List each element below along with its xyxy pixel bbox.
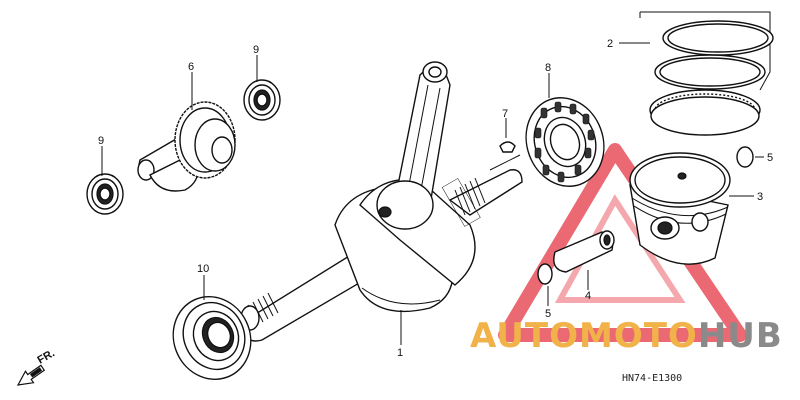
- callout-9-left: 9: [98, 135, 104, 147]
- callout-3: 3: [757, 191, 763, 203]
- callout-4: 4: [585, 290, 591, 302]
- piston-part: [629, 152, 731, 265]
- front-direction-arrow-icon: [16, 364, 46, 386]
- front-direction-label: FR.: [36, 347, 57, 366]
- watermark-logo: AUTOMOTOHUB: [470, 316, 783, 356]
- bearing-upper-part: [243, 79, 281, 121]
- watermark-text-hub: HUB: [698, 316, 783, 356]
- watermark-text-auto: AUTO: [470, 316, 579, 356]
- diagram-code: HN74-E1300: [622, 373, 682, 384]
- callout-2: 2: [607, 38, 613, 50]
- crankshaft-part: [237, 61, 523, 342]
- callout-5-lower: 5: [545, 308, 551, 320]
- watermark-text-moto: MOTO: [579, 316, 698, 356]
- callout-5-right: 5: [767, 152, 773, 164]
- callout-10: 10: [197, 263, 209, 275]
- bearing-right-part: [525, 97, 605, 187]
- callout-6: 6: [188, 61, 194, 73]
- callout-8: 8: [545, 62, 551, 74]
- balancer-shaft-part: [137, 101, 236, 192]
- oil-seal-part: [172, 295, 252, 381]
- leader-lines: [101, 42, 764, 345]
- callout-7: 7: [502, 108, 508, 120]
- callout-1: 1: [397, 347, 403, 359]
- svg-text:AUTOMOTOHUB: AUTOMOTOHUB: [470, 316, 783, 356]
- piston-pin-clip-part-b: [736, 146, 754, 168]
- callout-9-upper: 9: [253, 44, 259, 56]
- piston-pin-part: [553, 230, 615, 273]
- piston-rings-part: [639, 11, 774, 136]
- bearing-left-part: [86, 173, 124, 215]
- piston-pin-clip-part-a: [537, 263, 553, 285]
- woodruff-key-part: [499, 141, 516, 153]
